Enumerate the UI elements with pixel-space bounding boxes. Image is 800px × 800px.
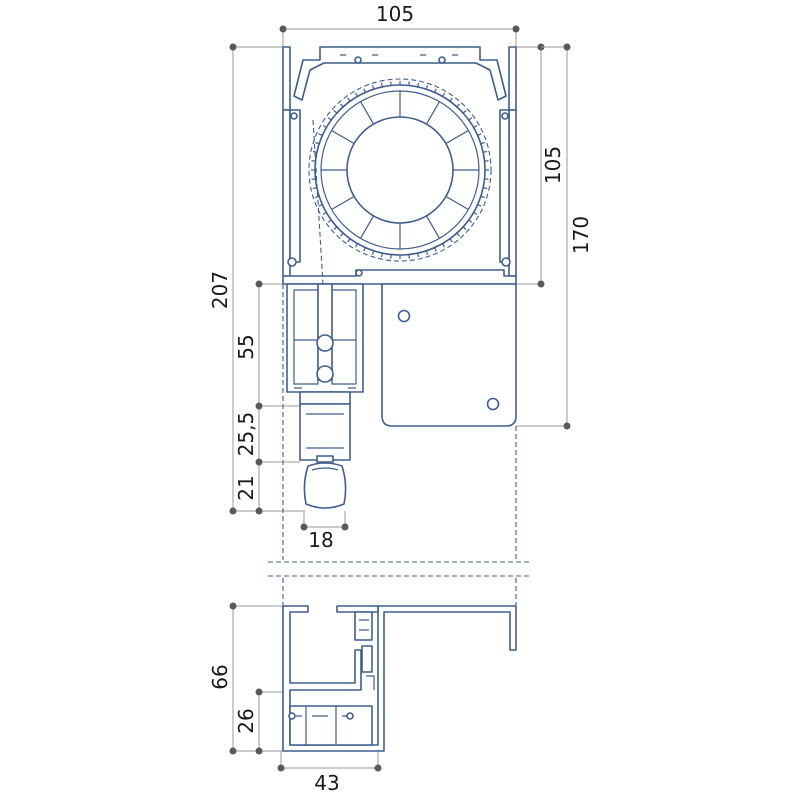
drum-tooth — [480, 141, 485, 145]
dim-box-height-total: 170 — [569, 216, 593, 254]
drum-tooth — [417, 82, 420, 87]
drum-tooth — [312, 150, 317, 153]
drum-tooth — [322, 211, 327, 216]
drum-tooth — [354, 243, 359, 248]
drum-tooth — [434, 88, 437, 93]
drum-rib — [359, 101, 375, 125]
bottom-bar-profile — [299, 403, 351, 509]
dim-guide-lower: 21 — [234, 475, 258, 500]
dimension-labels: 105 105 170 207 55 25,5 21 18 66 26 43 — [208, 2, 593, 795]
drum-tooth — [363, 247, 366, 252]
drum-tooth — [340, 232, 344, 237]
drum-tooth — [441, 92, 446, 97]
drum-tooth — [473, 124, 478, 129]
drum-rib — [425, 215, 441, 239]
dim-sill-lower: 26 — [234, 708, 258, 733]
drum-tooth — [468, 117, 473, 121]
dim-guide-middle: 25,5 — [234, 412, 258, 457]
drum-tooth — [315, 195, 320, 199]
drum-rib — [331, 129, 355, 145]
drum-tooth — [322, 124, 327, 129]
dim-box-height-inner: 105 — [541, 146, 565, 184]
drum-rib — [331, 195, 355, 211]
drum-tooth — [363, 88, 366, 93]
dimension-lines — [229, 25, 571, 772]
dim-guide-upper: 55 — [234, 334, 258, 359]
drum-tooth — [318, 133, 323, 136]
side-end-plate — [381, 283, 517, 427]
drum-tooth — [425, 250, 429, 255]
drum-tooth — [347, 238, 351, 243]
dim-bottom-bar-width: 18 — [308, 528, 333, 552]
dim-overall-height: 207 — [208, 271, 232, 309]
drum-tooth — [441, 243, 446, 248]
drum-tooth — [371, 85, 375, 90]
drum-tooth — [468, 219, 473, 223]
drum-tooth — [315, 141, 320, 145]
drum-tooth — [318, 204, 323, 207]
drum-tooth — [371, 250, 375, 255]
drum-ribs — [311, 81, 489, 259]
dim-sill-width: 43 — [314, 771, 339, 795]
drum-tooth — [333, 226, 338, 230]
dim-box-width: 105 — [376, 2, 414, 26]
drum-tooth — [480, 195, 485, 199]
drum-tooth — [312, 187, 317, 190]
drum-tooth — [462, 226, 467, 230]
drum-tooth — [327, 117, 332, 121]
roller-drum — [308, 78, 492, 262]
drum-tooth — [333, 110, 338, 114]
dashed-guides — [268, 119, 532, 606]
drum-tooth — [425, 85, 429, 90]
drum-tooth — [434, 247, 437, 252]
dim-sill-height: 66 — [208, 664, 232, 689]
drum-tooth — [477, 204, 482, 207]
drum-tooth — [473, 211, 478, 216]
drum-tooth — [449, 238, 453, 243]
drum-tooth — [417, 253, 420, 258]
drum-rib — [445, 129, 469, 145]
drum-tooth — [462, 110, 467, 114]
drum-tooth — [449, 97, 453, 102]
drum-tooth — [354, 92, 359, 97]
drum-tooth — [347, 97, 351, 102]
drum-rib — [425, 101, 441, 125]
drum-tooth — [340, 103, 344, 108]
drum-rib — [359, 215, 375, 239]
guide-rail-profile — [286, 283, 364, 405]
drum-rib — [445, 195, 469, 211]
drum-tooth — [380, 253, 383, 258]
drum-tooth — [477, 133, 482, 136]
drum-tooth — [483, 187, 488, 190]
drum-tooth — [456, 103, 460, 108]
roller-box-profile — [282, 46, 517, 285]
drum-tooth — [380, 82, 383, 87]
drum-tooth — [483, 150, 488, 153]
sill-profile — [282, 605, 517, 752]
drum-tooth — [456, 232, 460, 237]
drum-tooth — [327, 219, 332, 223]
